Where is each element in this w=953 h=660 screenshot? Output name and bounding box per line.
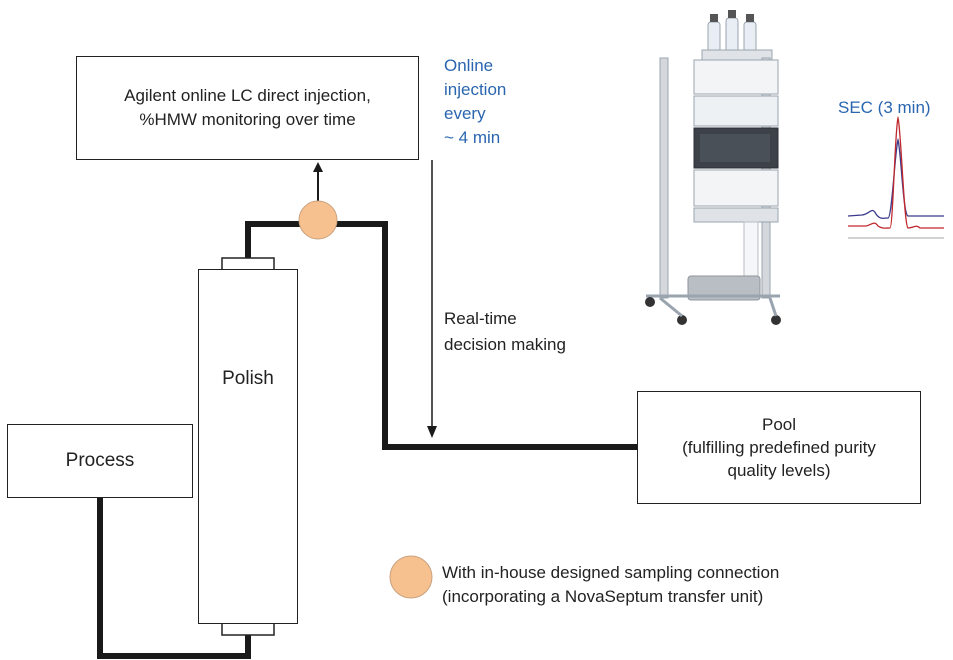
legend-line1: With in-house designed sampling connecti… (442, 563, 780, 582)
injection-line3: every (444, 104, 486, 123)
arrowhead-down (427, 426, 437, 438)
online-lc-line1: Agilent online LC direct injection, (124, 86, 371, 105)
decision-line2: decision making (444, 335, 566, 354)
polish-to-pool-pipe (245, 221, 640, 450)
arrowhead-up (313, 162, 323, 172)
online-lc-box: Agilent online LC direct injection, %HMW… (76, 56, 419, 160)
legend-text: With in-house designed sampling connecti… (442, 561, 779, 609)
legend-line2: (incorporating a NovaSeptum transfer uni… (442, 587, 764, 606)
lc-instrument-image (645, 10, 781, 325)
legend-sampling-circle (389, 555, 433, 599)
pool-line2: (fulfilling predefined purity (682, 438, 876, 457)
injection-line2: injection (444, 80, 507, 99)
injection-line4: ~ 4 min (444, 128, 501, 147)
decision-line1: Real-time (444, 309, 517, 328)
pool-line1: Pool (761, 415, 797, 434)
injection-line1: Online (444, 56, 494, 75)
sec-label: SEC (3 min) (838, 98, 931, 117)
polish-label: Polish (222, 368, 274, 389)
process-box: Process (7, 424, 193, 498)
online-lc-line2: %HMW monitoring over time (139, 110, 356, 129)
sampling-connection-circle (298, 200, 338, 240)
pool-line3: quality levels) (727, 461, 831, 480)
process-label: Process (65, 450, 135, 471)
process-to-polish-pipe (97, 495, 251, 659)
polish-column: Polish (198, 269, 298, 624)
polish-bottom-cap (221, 622, 275, 636)
injection-annotation: Online injection every ~ 4 min (444, 54, 506, 150)
decision-annotation: Real-time decision making (444, 306, 566, 358)
sec-chromatogram (847, 115, 944, 239)
pool-box: Pool (fulfilling predefined purity quali… (637, 391, 921, 504)
